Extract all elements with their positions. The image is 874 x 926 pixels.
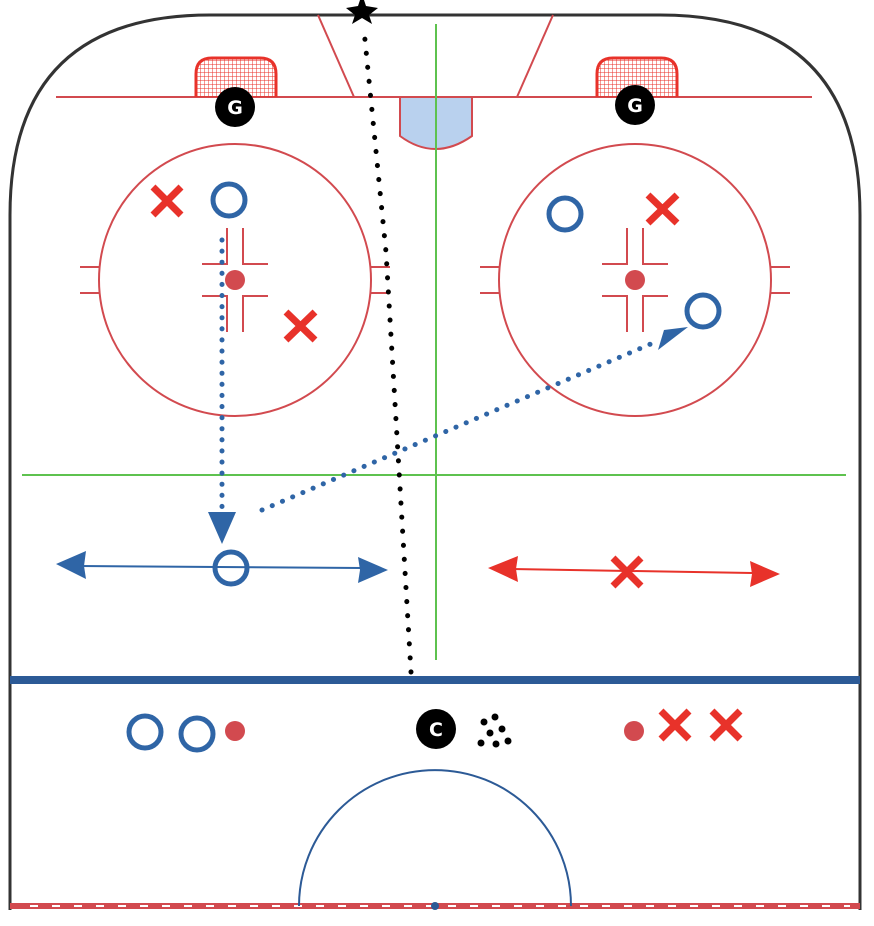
player-blue — [684, 292, 722, 330]
center-ice-dot — [431, 902, 439, 910]
star-icon — [346, 0, 378, 24]
faceoff-dot — [225, 270, 245, 290]
arrow-head-icon — [208, 512, 236, 544]
coach-label: C — [429, 719, 443, 741]
red-player-crosses — [150, 184, 743, 742]
arrow-head-icon — [750, 561, 780, 587]
player-blue — [212, 549, 250, 587]
player-red — [283, 309, 318, 343]
player-blue — [126, 713, 164, 751]
player-red — [645, 192, 680, 226]
faceoff-circle-right — [480, 143, 790, 417]
coach-marker: C — [416, 709, 456, 749]
net-icon — [595, 56, 679, 97]
arrow-head-icon — [658, 327, 688, 350]
puck-dot — [624, 721, 644, 741]
faceoff-dot — [625, 270, 645, 290]
skate-path-black — [361, 27, 414, 675]
player-red — [709, 708, 743, 742]
player-red — [658, 708, 692, 742]
player-blue — [546, 195, 584, 233]
player-blue — [210, 181, 248, 219]
goalie-label: G — [627, 95, 643, 117]
player-red — [610, 555, 644, 589]
goalie-label: G — [227, 97, 243, 119]
arrow-head-icon — [488, 556, 518, 582]
movement-arrow-blue — [79, 565, 363, 569]
net-icon — [194, 56, 278, 97]
goalie-marker-right: G — [615, 85, 655, 125]
puck-dot — [225, 721, 245, 741]
arrow-head-icon — [56, 551, 86, 579]
player-red — [150, 184, 184, 218]
faceoff-circle-left — [80, 143, 390, 417]
puck-pile-icon — [477, 713, 512, 748]
trapezoid-left — [317, 14, 355, 98]
player-blue — [178, 715, 216, 753]
goalie-marker-left: G — [215, 87, 255, 127]
arrow-head-icon — [358, 557, 388, 583]
trapezoid-right — [516, 14, 554, 98]
center-circle — [298, 769, 572, 907]
blue-player-circles — [126, 181, 722, 753]
